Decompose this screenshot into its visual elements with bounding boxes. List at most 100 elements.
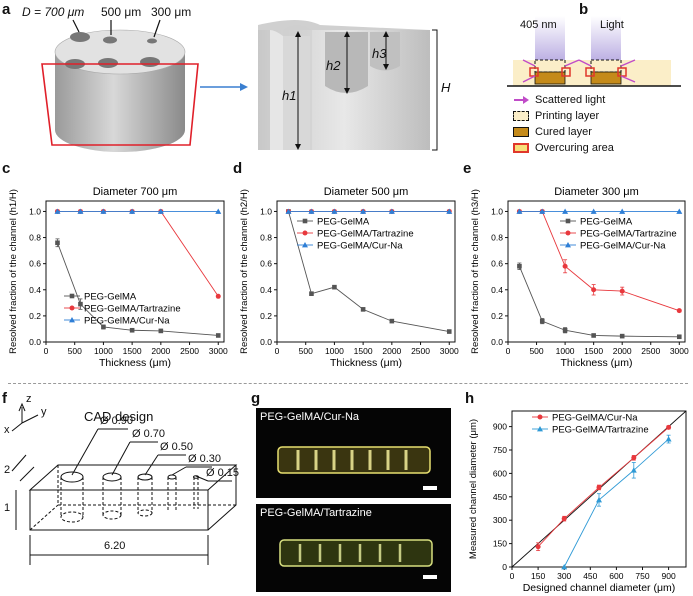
panel-label-c: c xyxy=(2,160,11,177)
x-tick-label: 900 xyxy=(662,571,676,581)
panel-label-b: b xyxy=(579,1,589,18)
legend-overcuring: Overcuring area xyxy=(513,140,614,156)
y-tick-label: 1.0 xyxy=(491,206,503,216)
legend-marker xyxy=(565,218,571,224)
legend-marker xyxy=(565,230,571,236)
data-point xyxy=(539,318,545,324)
data-point xyxy=(666,424,672,430)
axis-z-label: z xyxy=(26,393,32,405)
y-tick-label: 0.8 xyxy=(491,233,503,243)
data-point xyxy=(129,327,135,333)
data-point xyxy=(516,208,523,214)
x-tick-label: 1500 xyxy=(584,346,603,356)
scattered-arrow-icon xyxy=(513,95,529,105)
legend-label: PEG-GelMA/Tartrazine xyxy=(317,229,414,240)
data-point xyxy=(100,208,107,214)
data-point xyxy=(446,208,453,214)
photo-tartrazine: PEG-GelMA/Tartrazine xyxy=(256,504,451,592)
x-tick-label: 3000 xyxy=(209,346,228,356)
legend-label: PEG-GelMA/Cur-Na xyxy=(317,241,403,252)
data-point xyxy=(562,208,569,214)
photo-tartrazine-label: PEG-GelMA/Tartrazine xyxy=(260,507,372,519)
data-point xyxy=(619,208,626,214)
data-point xyxy=(631,455,637,461)
data-point xyxy=(331,208,338,214)
panel-a-illustration xyxy=(41,19,438,152)
x-tick-label: 0 xyxy=(44,346,49,356)
x-tick-label: 3000 xyxy=(670,346,689,356)
cured-layer-swatch xyxy=(513,127,529,137)
data-point xyxy=(676,334,682,340)
x-tick-label: 2000 xyxy=(613,346,632,356)
legend-label: PEG-GelMA xyxy=(317,217,370,228)
legend-cured: Cured layer xyxy=(513,124,614,140)
data-point xyxy=(517,263,522,269)
x-tick-label: 2500 xyxy=(641,346,660,356)
section-view xyxy=(258,20,430,150)
dim-length: 6.20 xyxy=(104,540,126,552)
overcuring-swatch xyxy=(513,143,529,153)
legend-marker xyxy=(69,317,75,323)
dim-d050: Ø 0.50 xyxy=(160,441,194,453)
series-line xyxy=(563,438,669,568)
dim-d070: Ø 0.70 xyxy=(132,428,166,440)
y-tick-label: 1.0 xyxy=(29,206,41,216)
label-d-500: 500 μm xyxy=(101,5,142,19)
y-axis-label: Resolved fraction of the channel (h2/H) xyxy=(239,189,250,354)
data-point xyxy=(360,208,367,214)
legend-marker xyxy=(537,414,543,420)
x-axis-label: Thickness (μm) xyxy=(99,357,171,369)
legend-marker xyxy=(537,426,543,432)
x-tick-label: 1000 xyxy=(325,346,344,356)
x-tick-label: 0 xyxy=(510,571,515,581)
data-point xyxy=(591,333,596,338)
x-tick-label: 150 xyxy=(531,571,545,581)
legend-marker xyxy=(69,305,75,311)
scale-bar xyxy=(423,575,437,579)
axis-x-label: x xyxy=(4,424,10,436)
data-point xyxy=(389,318,395,324)
chart-title: Diameter 500 μm xyxy=(324,186,409,198)
plot-frame xyxy=(276,200,456,343)
panel-label-f: f xyxy=(2,390,7,407)
legend-label: PEG-GelMA/Tartrazine xyxy=(552,425,649,436)
y-tick-label: 150 xyxy=(493,539,507,549)
data-point xyxy=(215,333,221,338)
legend-label: PEG-GelMA/Cur-Na xyxy=(552,413,638,424)
y-axis-label: Resolved fraction of the channel (h3/H) xyxy=(470,189,481,354)
series-line xyxy=(57,210,219,297)
data-point xyxy=(630,467,637,473)
y-tick-label: 0.6 xyxy=(491,259,503,269)
x-axis-label: Thickness (μm) xyxy=(330,357,402,369)
x-tick-label: 2000 xyxy=(151,346,170,356)
plot-frame xyxy=(45,200,225,343)
data-point xyxy=(561,516,567,522)
y-tick-label: 0.8 xyxy=(260,233,272,243)
legend-marker xyxy=(302,230,308,236)
dim-d030: Ø 0.30 xyxy=(188,453,222,465)
x-tick-label: 500 xyxy=(68,346,82,356)
series-line xyxy=(519,266,680,338)
label-h1: h1 xyxy=(282,88,297,103)
data-point xyxy=(101,324,106,330)
y-tick-label: 750 xyxy=(493,445,507,455)
x-tick-label: 3000 xyxy=(440,346,459,356)
legend-scattered: Scattered light xyxy=(513,92,614,108)
series-line xyxy=(57,242,219,336)
dim-height: 1 xyxy=(4,502,11,514)
data-point xyxy=(561,564,568,570)
panel-f-cad xyxy=(11,402,238,565)
panel-label-a: a xyxy=(2,1,11,18)
data-point xyxy=(539,208,546,214)
arrow-d700 xyxy=(72,19,80,33)
printing-layer-swatch xyxy=(513,111,529,121)
panel-label-d: d xyxy=(233,160,243,177)
y-tick-label: 300 xyxy=(493,515,507,525)
panel-label-g: g xyxy=(251,390,261,407)
panel-b-legend: Scattered light Printing layer Cured lay… xyxy=(513,92,614,156)
data-point xyxy=(78,301,83,307)
legend-label: PEG-GelMA/Cur-Na xyxy=(580,241,666,252)
data-point xyxy=(77,208,84,214)
